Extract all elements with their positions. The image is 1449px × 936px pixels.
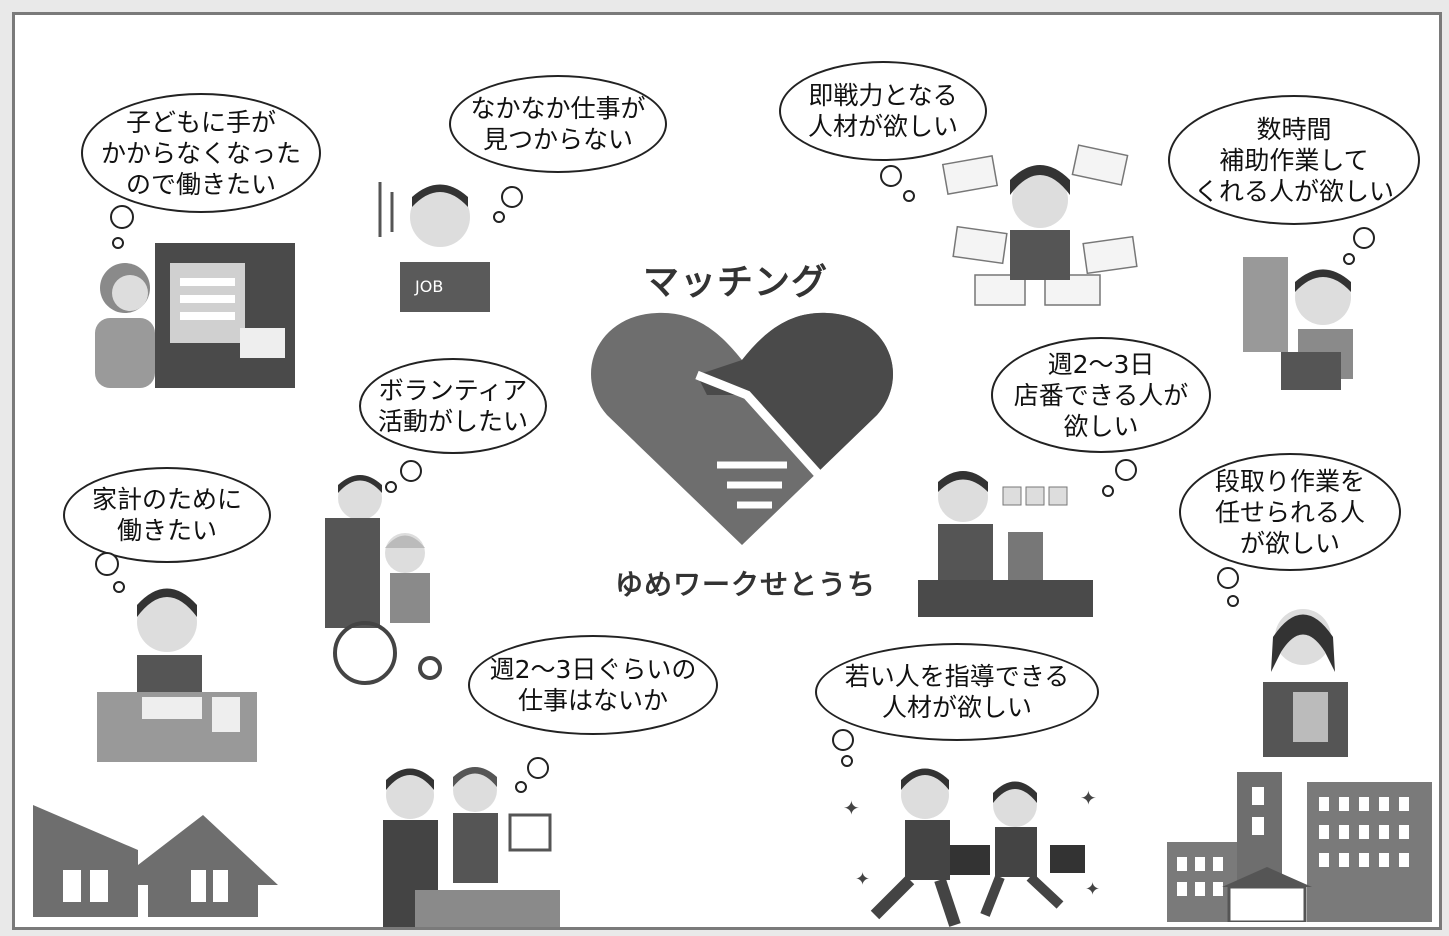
thought-dot bbox=[527, 757, 549, 779]
caregiver-wheelchair-illustration bbox=[325, 475, 442, 685]
man-with-package-illustration bbox=[1243, 257, 1353, 390]
bubble-nojob: なかなか仕事が 見つからない bbox=[449, 75, 667, 173]
bubble-kids: 子どもに手が かからなくなった ので働きたい bbox=[81, 93, 321, 213]
barista-counter-illustration bbox=[918, 471, 1093, 617]
bubble-tenban-text: 週2～3日 店番できる人が 欲しい bbox=[1013, 349, 1189, 441]
woman-at-computer-illustration bbox=[95, 243, 295, 388]
thought-dot bbox=[95, 552, 119, 576]
bubble-kids-text: 子どもに手が かからなくなった ので働きたい bbox=[100, 107, 301, 199]
bubble-volunteer: ボランティア 活動がしたい bbox=[359, 358, 547, 454]
thought-dot bbox=[110, 205, 134, 229]
business-people-running-illustration: ✦ ✦ ✦ ✦ bbox=[843, 768, 1100, 927]
bubble-nojob-text: なかなか仕事が 見つからない bbox=[470, 94, 646, 154]
heart-handshake-icon bbox=[591, 312, 893, 545]
shop-counter-illustration bbox=[383, 767, 560, 927]
sparkle-icon: ✦ bbox=[855, 869, 870, 890]
woman-with-clipboard-illustration bbox=[1263, 609, 1348, 757]
bubble-hojo: 数時間 補助作業して くれる人が欲しい bbox=[1168, 95, 1420, 225]
bubble-shidou: 若い人を指導できる 人材が欲しい bbox=[815, 643, 1099, 741]
bubble-volunteer-text: ボランティア 活動がしたい bbox=[377, 376, 528, 436]
thought-dot bbox=[1115, 459, 1137, 481]
thought-dot bbox=[1353, 227, 1375, 249]
bubble-shidou-text: 若い人を指導できる 人材が欲しい bbox=[844, 662, 1070, 722]
bubble-kakei: 家計のために 働きたい bbox=[63, 467, 271, 563]
sparkle-icon: ✦ bbox=[843, 796, 860, 820]
thought-dot bbox=[1217, 567, 1239, 589]
thought-dot bbox=[880, 165, 902, 187]
bubble-hojo-text: 数時間 補助作業して くれる人が欲しい bbox=[1193, 114, 1394, 206]
bubble-shuu-text: 週2～3日ぐらいの 仕事はないか bbox=[489, 655, 697, 715]
city-buildings-icon bbox=[1167, 772, 1432, 922]
bubble-dandori: 段取り作業を 任せられる人 が欲しい bbox=[1179, 453, 1401, 571]
bubble-sokusen-text: 即戦力となる 人材が欲しい bbox=[807, 81, 958, 141]
thought-dot bbox=[903, 190, 915, 202]
thought-dot bbox=[112, 237, 124, 249]
thought-dot bbox=[832, 729, 854, 751]
houses-icon bbox=[33, 805, 278, 917]
thought-dot bbox=[1343, 253, 1355, 265]
thought-dot bbox=[113, 581, 125, 593]
thought-dot bbox=[1102, 485, 1114, 497]
sparkle-icon: ✦ bbox=[1085, 879, 1100, 900]
sparkle-icon: ✦ bbox=[1080, 786, 1097, 810]
book-label: JOB bbox=[414, 277, 443, 296]
brand-name: ゆめワークせとうち bbox=[615, 568, 877, 601]
illustration-frame: 子どもに手が かからなくなった ので働きたい なかなか仕事が 見つからない 即戦… bbox=[12, 12, 1442, 930]
bubble-sokusen: 即戦力となる 人材が欲しい bbox=[779, 61, 987, 161]
bubble-kakei-text: 家計のために 働きたい bbox=[91, 485, 242, 545]
matching-title: マッチング bbox=[643, 262, 829, 303]
thought-dot bbox=[515, 781, 527, 793]
thought-dot bbox=[841, 755, 853, 767]
thought-dot bbox=[385, 481, 397, 493]
bubble-shuu: 週2～3日ぐらいの 仕事はないか bbox=[468, 635, 718, 735]
thought-dot bbox=[400, 460, 422, 482]
bubble-tenban: 週2～3日 店番できる人が 欲しい bbox=[991, 337, 1211, 453]
thought-dot bbox=[493, 211, 505, 223]
thought-dot bbox=[501, 186, 523, 208]
man-reading-job-book-illustration: JOB bbox=[378, 182, 490, 312]
bubble-dandori-text: 段取り作業を 任せられる人 が欲しい bbox=[1214, 466, 1365, 558]
woman-budgeting-illustration bbox=[97, 588, 257, 762]
busy-woman-papers-illustration bbox=[941, 144, 1138, 306]
thought-dot bbox=[1227, 595, 1239, 607]
